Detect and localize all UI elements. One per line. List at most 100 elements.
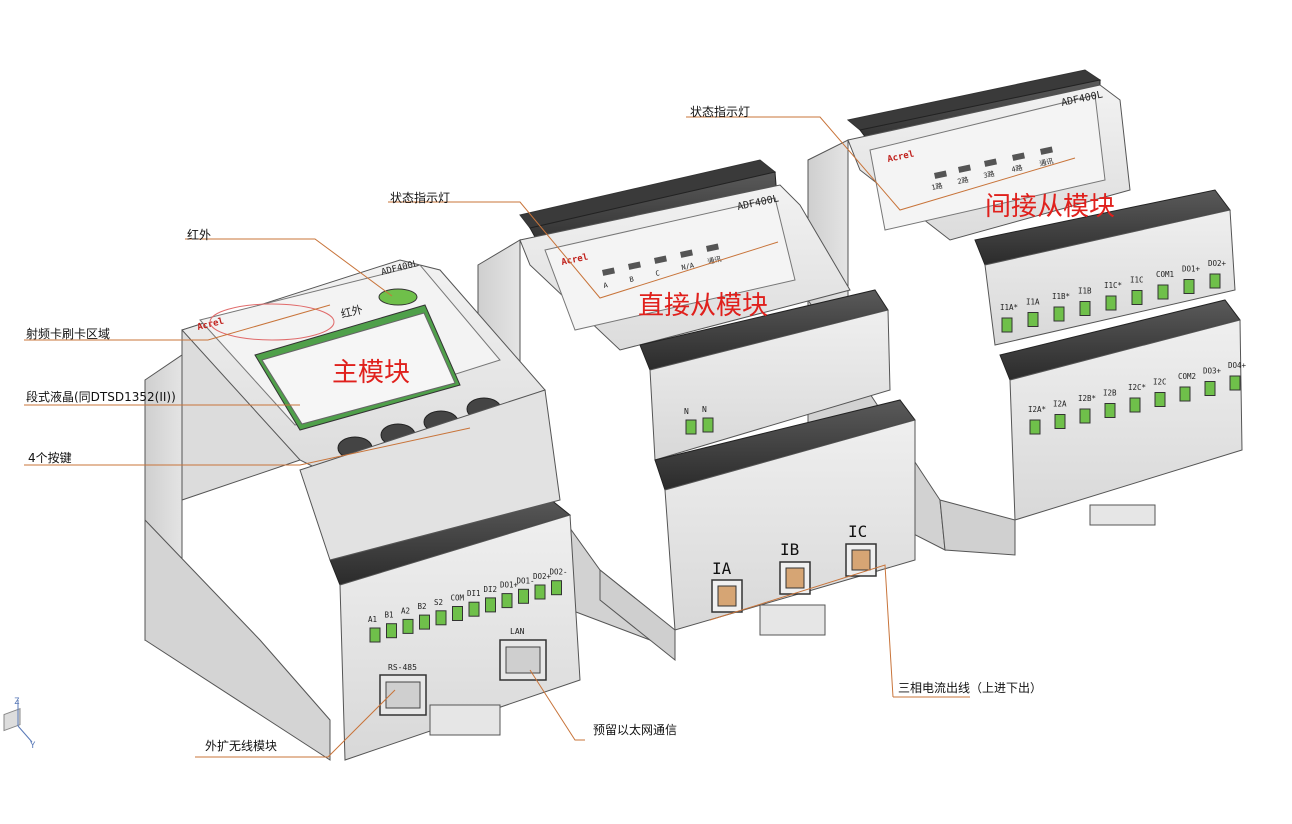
status-led-callout-right: 状态指示灯 [690,105,751,119]
terminal-label: DO3+ [1203,367,1222,376]
callout-lines [24,116,1076,758]
terminal-label: COM1 [1156,270,1174,279]
ct-label-ia: IA [712,559,732,578]
terminal-screw [1001,317,1013,333]
neutral-terminal-label: N [684,407,689,416]
indirect-led-label: 4路 [1011,163,1024,174]
terminal-label: A2 [401,606,410,615]
terminal-label: I2A* [1028,405,1046,414]
terminal-screw [1105,295,1117,311]
terminal-screw [534,584,546,600]
indirect-led-label: 3路 [983,169,996,180]
terminal-label: B2 [418,602,427,611]
ct-label-ib: IB [780,540,799,559]
terminal-screw [1157,284,1169,300]
indirect-led-label: 2路 [957,175,970,186]
terminal-label: I2B* [1078,394,1096,403]
indirect-module-title: 间接从模块 [985,192,1116,222]
three-phase-callout: 三相电流出线（上进下出） [898,681,1043,695]
terminal-screw [386,623,397,639]
terminal-screw [435,610,447,626]
terminal-label: I1A* [1000,303,1018,312]
ethernet-callout: 预留以太网通信 [593,723,678,737]
rs485-label: RS-485 [388,663,417,672]
terminal-label: DO2- [550,568,568,577]
terminal-label: I2B [1103,389,1117,398]
direct-led-label: N/A [681,261,696,272]
terminal-screw [1054,414,1066,429]
terminal-screw [1029,419,1041,435]
terminal-screw [452,606,463,621]
terminal-label: DI2 [484,585,498,594]
terminal-label: I1C [1130,276,1144,285]
terminal-screw [369,627,381,643]
direct-led-label: B [629,275,635,284]
terminal-label: I2C [1153,378,1167,387]
neutral-terminal-label: N [702,405,707,414]
direct-module-title: 直接从模块 [638,291,769,321]
direct-led-label: A [603,281,610,290]
terminal-label: COM2 [1178,372,1196,381]
terminal-screw [501,593,513,609]
terminal-screw [551,580,562,596]
terminal-label: DO2+ [1208,259,1227,268]
direct-led-label: C [655,269,661,278]
terminal-screw [1131,290,1143,305]
indirect-slave-module: ADF400L Acrel 1路 2路 3路 4路 通讯 I1A*I1AI1B*… [807,69,1247,556]
axis-z-label: Z [14,697,20,707]
terminal-screw [1179,386,1191,402]
indirect-terminals-row1: I1A* I1A I1B* I1B I1C* I1C COM1 DO1+ DO2+ [1000,259,1227,333]
terminal-screw [1104,403,1116,418]
terminal-label: I1B* [1052,292,1070,301]
terminal-label: DI1 [467,589,481,598]
terminal-label: I2C* [1128,383,1146,392]
indirect-status-leds [934,146,1053,179]
terminal-label: S2 [434,598,443,607]
terminal-screw [1183,279,1195,294]
indirect-led-label: 1路 [931,181,944,192]
terminal-screw [468,601,480,617]
direct-status-leds [602,243,719,276]
terminal-label: A1 [368,615,377,624]
terminal-screw [1027,312,1039,327]
terminal-screw [485,597,496,613]
indirect-led-label: 通讯 [1039,156,1055,168]
status-led-callout-mid: 状态指示灯 [390,191,451,205]
lcd-callout: 段式液晶(同DTSD1352(II)) [26,390,176,404]
terminal-screw [402,618,414,634]
main-module-title: 主模块 [332,358,411,388]
terminal-screw [1053,306,1065,322]
terminal-screw [1154,392,1166,407]
terminal-label: COM [451,594,465,603]
ct-label-ic: IC [848,522,867,541]
terminal-label: I1A [1026,298,1040,307]
lcd-screen [261,312,456,425]
rf-card-callout: 射频卡刷卡区域 [26,327,111,341]
terminal-screw [518,588,529,604]
lan-label: LAN [510,627,525,636]
axis-gizmo: Z Y [3,697,36,751]
terminal-screw [419,614,430,630]
terminal-screw [1079,301,1091,316]
direct-led-label: 通讯 [707,254,723,266]
wireless-callout: 外扩无线模块 [205,739,278,753]
terminal-label: I1B [1078,287,1092,296]
terminal-label: DO1+ [500,581,519,590]
terminal-screw [1204,381,1216,396]
infrared-callout: 红外 [187,228,212,242]
terminal-label: DO2+ [533,572,552,581]
terminal-label: B1 [385,611,394,620]
terminal-label: DO1- [517,576,535,585]
keys-callout: 4个按键 [28,451,72,465]
terminal-screw [1209,273,1221,289]
terminal-label: DO1+ [1182,265,1201,274]
terminal-label: I1C* [1104,281,1122,290]
terminal-screw [1229,375,1241,391]
terminal-screw [1129,397,1141,413]
terminal-screw [1079,408,1091,424]
